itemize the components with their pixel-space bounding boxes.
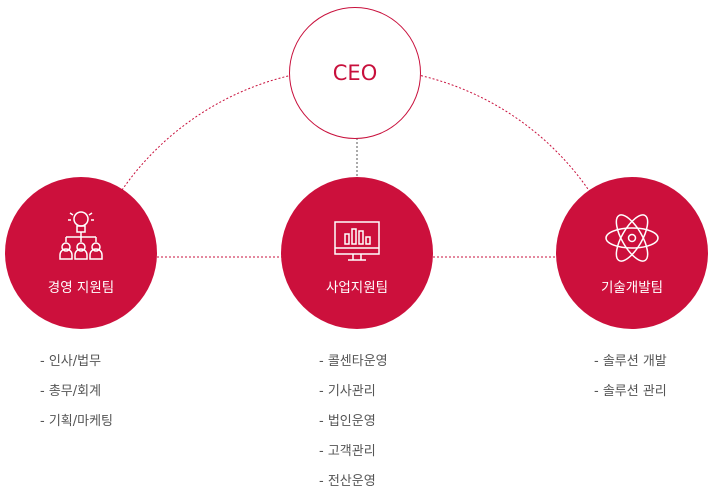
list-item: - 솔루션 개발 — [594, 354, 667, 369]
list-item: - 기획/마케팅 — [40, 414, 114, 429]
list-item: - 총무/회계 — [40, 384, 102, 399]
idea-team-icon — [59, 211, 103, 260]
team-label: 경영 지원팀 — [47, 280, 115, 296]
list-item: - 법인운영 — [319, 414, 376, 429]
team-business-support: 사업지원팀 — [281, 177, 433, 329]
team-label: 기술개발팀 — [600, 280, 664, 296]
list-item: - 전산운영 — [319, 474, 376, 489]
ceo-node: CEO — [289, 7, 421, 139]
tech-duties-list: - 솔루션 개발 - 솔루션 관리 — [594, 352, 667, 412]
management-duties-list: - 인사/법무 - 총무/회계 - 기획/마케팅 — [40, 352, 113, 442]
list-item: - 인사/법무 — [40, 354, 102, 369]
list-item: - 콜센타운영 — [319, 354, 388, 369]
team-management-support: 경영 지원팀 — [5, 177, 157, 329]
atom-icon — [605, 214, 659, 262]
monitor-chart-icon — [334, 221, 380, 261]
business-duties-list: - 콜센타운영 - 기사관리 - 법인운영 - 고객관리 - 전산운영 — [319, 352, 388, 502]
list-item: - 기사관리 — [319, 384, 376, 399]
ceo-label: CEO — [332, 61, 378, 85]
team-label: 사업지원팀 — [325, 280, 389, 296]
team-tech-development: 기술개발팀 — [556, 177, 708, 329]
list-item: - 고객관리 — [319, 444, 376, 459]
list-item: - 솔루션 관리 — [594, 384, 667, 399]
